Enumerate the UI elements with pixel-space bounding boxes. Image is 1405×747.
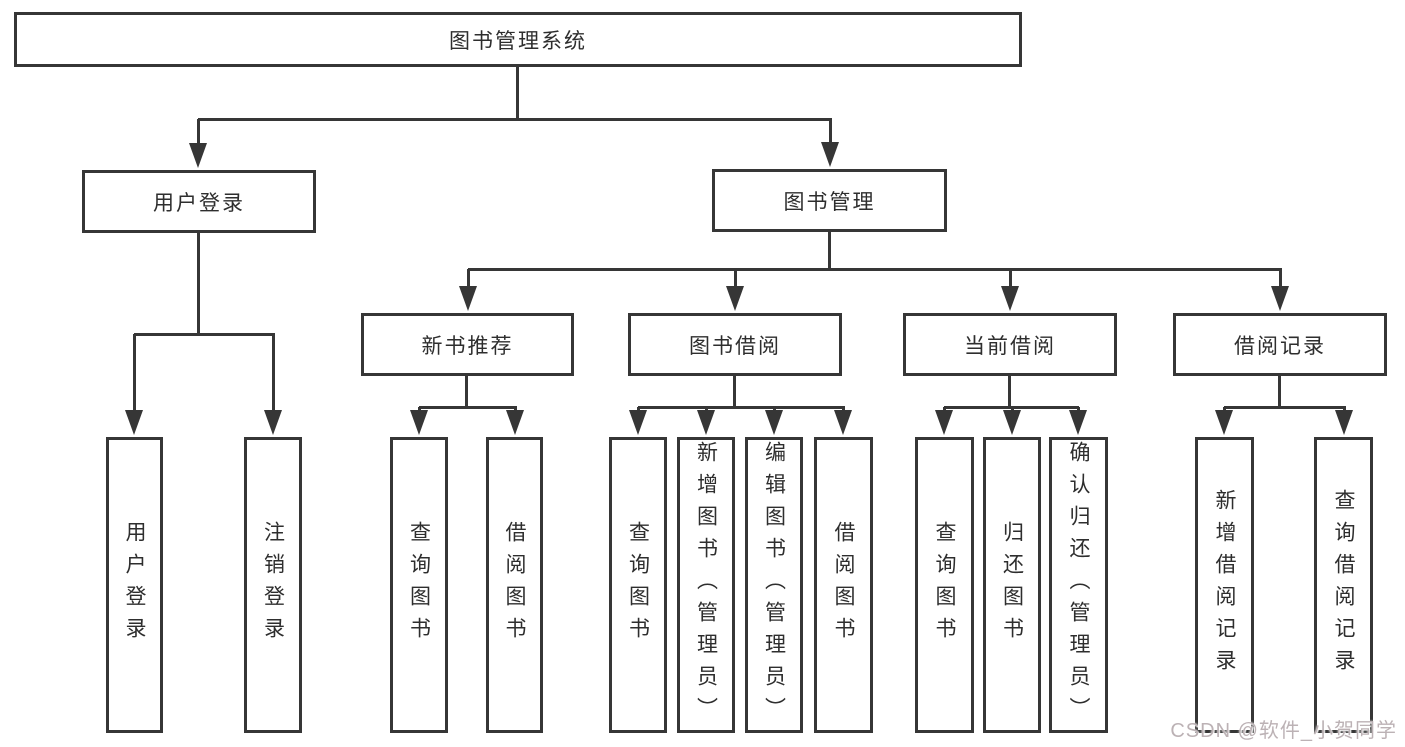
diagram-node-leaf-edit-books-admin: 编辑图书（管理员） [745,437,803,733]
connector-line [465,375,468,409]
diagram-node-leaf-confirm-return-admin: 确认归还（管理员） [1049,437,1108,733]
connector-line [1278,375,1281,409]
arrow-down-icon [1215,410,1233,435]
connector-line [419,406,517,409]
arrow-down-icon [697,410,715,435]
connector-arrow-shaft [197,119,200,148]
connector-line [468,268,1282,271]
diagram-node-leaf-borrow-books-borrow: 借阅图书 [814,437,873,733]
node-label: 查询图书 [626,521,650,649]
node-label: 编辑图书（管理员） [762,441,786,729]
connector-line [828,231,831,271]
arrow-down-icon [506,410,524,435]
connector-arrow-shaft [467,269,470,291]
arrow-down-icon [1003,410,1021,435]
connector-line [134,333,275,336]
arrow-down-icon [1001,286,1019,311]
connector-line [516,67,519,121]
connector-line [198,118,832,121]
diagram-node-leaf-user-login: 用户登录 [106,437,163,733]
diagram-node-user-login: 用户登录 [82,170,316,233]
connector-line [638,406,845,409]
arrow-down-icon [765,410,783,435]
connector-arrow-shaft [1279,269,1282,291]
connector-arrow-shaft [272,334,275,415]
arrow-down-icon [821,142,839,167]
node-label: 确认归还（管理员） [1067,441,1090,729]
node-label: 用户登录 [123,521,146,649]
diagram-node-leaf-add-borrow-record: 新增借阅记录 [1195,437,1254,733]
connector-line [197,232,200,336]
diagram-node-leaf-return-books: 归还图书 [983,437,1041,733]
arrow-down-icon [935,410,953,435]
arrow-down-icon [1271,286,1289,311]
diagram-node-new-book-recommend: 新书推荐 [361,313,574,376]
diagram-node-borrowing-records: 借阅记录 [1173,313,1387,376]
node-label: 借阅图书 [832,521,855,649]
node-label: 查询借阅记录 [1332,489,1355,681]
node-label: 用户登录 [153,191,245,215]
node-label: 借阅记录 [1234,334,1326,358]
node-label: 图书管理系统 [449,29,587,53]
connector-arrow-shaft [829,119,832,147]
diagram-node-leaf-query-books-current: 查询图书 [915,437,974,733]
diagram-node-leaf-query-books-borrow: 查询图书 [609,437,667,733]
arrow-down-icon [410,410,428,435]
node-label: 图书管理 [783,190,876,214]
node-label: 图书借阅 [689,334,781,358]
diagram-node-book-borrowing: 图书借阅 [628,313,842,376]
arrow-down-icon [125,410,143,435]
diagram-node-leaf-add-books-admin: 新增图书（管理员） [677,437,735,733]
node-label: 注销登录 [261,521,285,649]
arrow-down-icon [264,410,282,435]
node-label: 查询图书 [933,521,956,649]
diagram-node-library-management-system: 图书管理系统 [14,12,1022,67]
node-label: 新增借阅记录 [1213,489,1236,681]
arrow-down-icon [726,286,744,311]
connector-line [733,375,736,409]
watermark-text: CSDN @软件_小贺同学 [1170,720,1397,742]
arrow-down-icon [1335,410,1353,435]
diagram-node-leaf-query-borrow-record: 查询借阅记录 [1314,437,1373,733]
arrow-down-icon [1069,410,1087,435]
connector-arrow-shaft [1009,269,1012,291]
diagram-node-leaf-logout-login: 注销登录 [244,437,302,733]
connector-arrow-shaft [734,269,737,291]
node-label: 新书推荐 [421,334,514,358]
node-label: 归还图书 [1000,521,1024,649]
arrow-down-icon [834,410,852,435]
connector-line [1224,406,1346,409]
diagram-node-leaf-query-books-recommend: 查询图书 [390,437,448,733]
connector-line [1008,375,1011,409]
arrow-down-icon [629,410,647,435]
diagram-node-current-borrowing: 当前借阅 [903,313,1117,376]
connector-arrow-shaft [133,334,136,415]
diagram-node-book-management: 图书管理 [712,169,947,232]
node-label: 借阅图书 [503,521,526,649]
arrow-down-icon [189,143,207,168]
node-label: 当前借阅 [964,334,1056,358]
node-label: 查询图书 [407,521,431,649]
arrow-down-icon [459,286,477,311]
diagram-node-leaf-borrow-books-recommend: 借阅图书 [486,437,543,733]
node-label: 新增图书（管理员） [694,441,718,729]
